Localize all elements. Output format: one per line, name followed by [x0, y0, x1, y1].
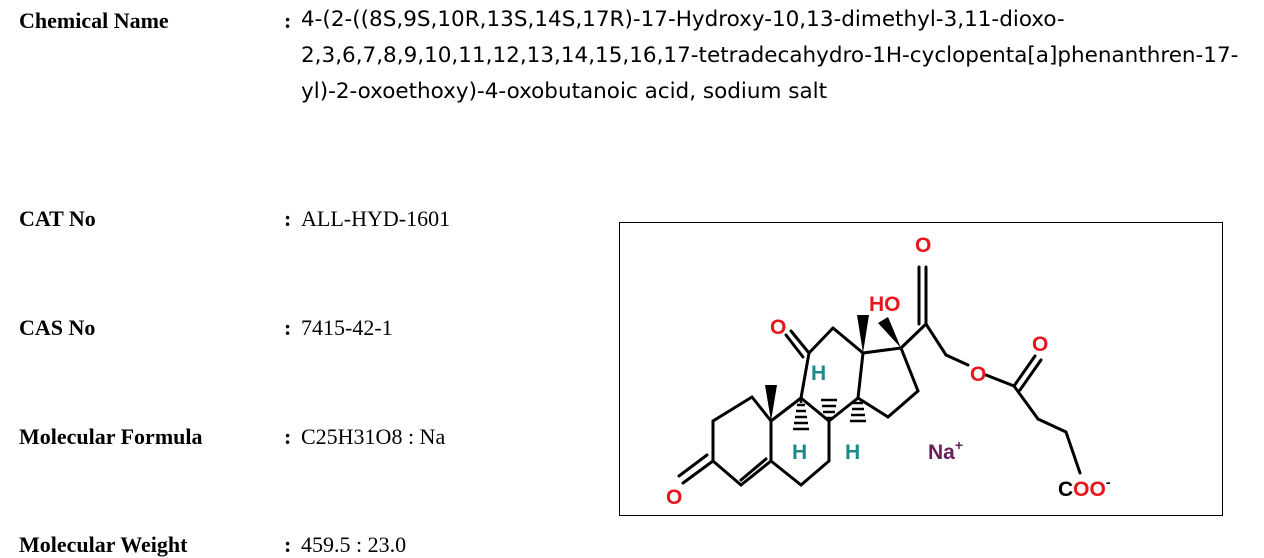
- ester-oxygen: O: [970, 363, 986, 386]
- molecular-formula-label: Molecular Formula: [19, 424, 203, 449]
- structure-image: O O O O O HO H H H Na+ COO-: [619, 222, 1223, 516]
- cas-no-colon: :: [284, 315, 292, 340]
- molecular-weight-label: Molecular Weight: [19, 532, 188, 557]
- hydrogen-8: H: [811, 362, 826, 385]
- chemical-name-label: Chemical Name: [19, 8, 169, 33]
- ketone-oxygen-20: O: [915, 234, 931, 257]
- chemical-name-colon: :: [284, 8, 292, 33]
- carboxylate-group: COO-: [1058, 474, 1111, 501]
- ketone-oxygen-11: O: [770, 316, 786, 339]
- molecular-formula-value: C25H31O8 : Na: [301, 424, 446, 449]
- ketone-oxygen-3: O: [666, 486, 682, 509]
- hydrogen-9: H: [792, 441, 807, 464]
- carbonyl-oxygen: O: [1032, 333, 1048, 356]
- molecular-weight-value: 459.5 : 23.0: [301, 532, 407, 557]
- chemical-name-value: 4-(2-((8S,9S,10R,13S,14S,17R)-17-Hydroxy…: [301, 7, 1239, 104]
- cat-no-colon: :: [284, 206, 292, 231]
- hash-bonds: [793, 398, 866, 431]
- cat-no-label: CAT No: [19, 206, 96, 231]
- stereo-wedges: [765, 315, 901, 421]
- sodium-ion: Na+: [928, 437, 963, 464]
- hydroxyl-group: HO: [869, 293, 901, 316]
- hydrogen-14: H: [845, 441, 860, 464]
- structure-bonds: [677, 265, 1082, 487]
- cas-no-value: 7415-42-1: [301, 315, 393, 340]
- cat-no-value: ALL-HYD-1601: [301, 206, 451, 231]
- structure-drawing: O O O O O HO H H H Na+ COO-: [666, 234, 1111, 509]
- cas-no-label: CAS No: [19, 315, 96, 340]
- molecular-weight-colon: :: [284, 532, 292, 557]
- molecular-formula-colon: :: [284, 424, 292, 449]
